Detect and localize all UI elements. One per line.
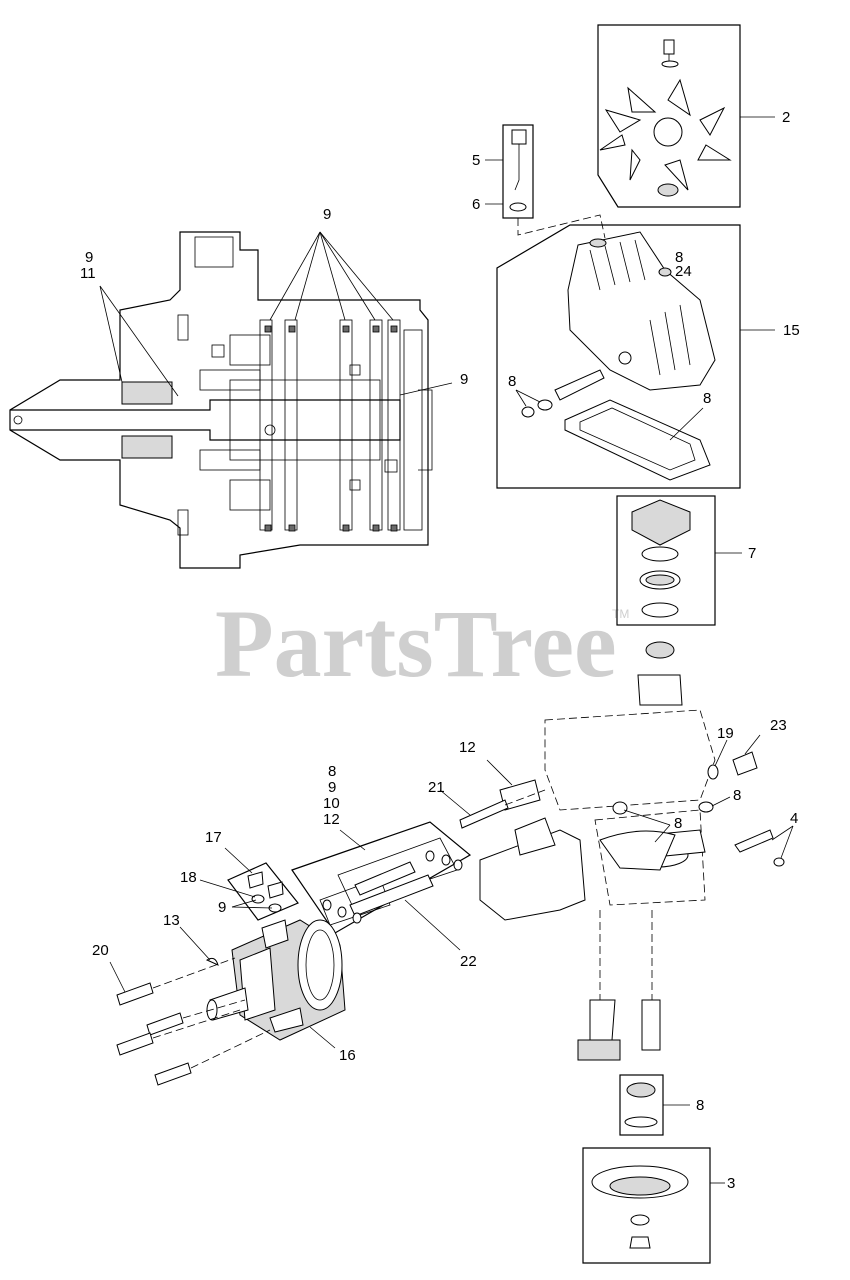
callout-11: 11 xyxy=(80,265,96,282)
center-block xyxy=(439,759,586,921)
callout-8-seal: 8 xyxy=(508,373,516,390)
callout-8-kit: 8 xyxy=(328,763,336,780)
callout-21: 21 xyxy=(428,779,445,796)
callout-9-side: 9 xyxy=(460,371,468,388)
callout-9-kit: 9 xyxy=(328,779,336,796)
housing-cover-kit xyxy=(496,224,775,489)
hydraulic-motor xyxy=(109,919,346,1086)
callout-24: 24 xyxy=(675,263,692,280)
watermark-trademark: TM xyxy=(612,607,629,621)
callout-9-plug: 9 xyxy=(218,899,226,916)
watermark-text: PartsTree xyxy=(215,590,617,697)
callout-22: 22 xyxy=(460,953,477,970)
cylinder-kit xyxy=(291,821,472,951)
callout-9-left: 9 xyxy=(85,249,93,266)
callout-19: 19 xyxy=(717,725,734,742)
valve-parts xyxy=(599,734,794,871)
callout-7: 7 xyxy=(748,545,756,562)
callout-16: 16 xyxy=(339,1047,356,1064)
output-bearing-and-pulley xyxy=(582,1074,725,1264)
callout-4: 4 xyxy=(790,810,798,827)
callout-10: 10 xyxy=(323,795,340,812)
plug-kit xyxy=(199,847,299,921)
callout-6: 6 xyxy=(472,196,480,213)
cooling-fan xyxy=(597,24,775,208)
callout-23: 23 xyxy=(770,717,787,734)
callout-17: 17 xyxy=(205,829,222,846)
callout-9-top: 9 xyxy=(323,206,331,223)
callout-12-kit: 12 xyxy=(323,811,340,828)
oil-fill-cap xyxy=(485,124,606,239)
callout-12-block: 12 xyxy=(459,739,476,756)
callout-8-bearing: 8 xyxy=(696,1097,704,1114)
callout-2: 2 xyxy=(782,109,790,126)
callout-5: 5 xyxy=(472,152,480,169)
callout-15: 15 xyxy=(783,322,800,339)
callout-13: 13 xyxy=(163,912,180,929)
callout-18: 18 xyxy=(180,869,197,886)
callout-3: 3 xyxy=(727,1175,735,1192)
callout-8-port: 8 xyxy=(733,787,741,804)
callout-8-fan: 8 xyxy=(675,249,683,266)
callout-8-oring: 8 xyxy=(674,815,682,832)
callout-8-gasket: 8 xyxy=(703,390,711,407)
callout-20: 20 xyxy=(92,942,109,959)
watermark: PartsTree TM xyxy=(215,590,629,697)
transaxle-cross-section xyxy=(9,231,453,569)
bearing-kit xyxy=(616,495,742,626)
